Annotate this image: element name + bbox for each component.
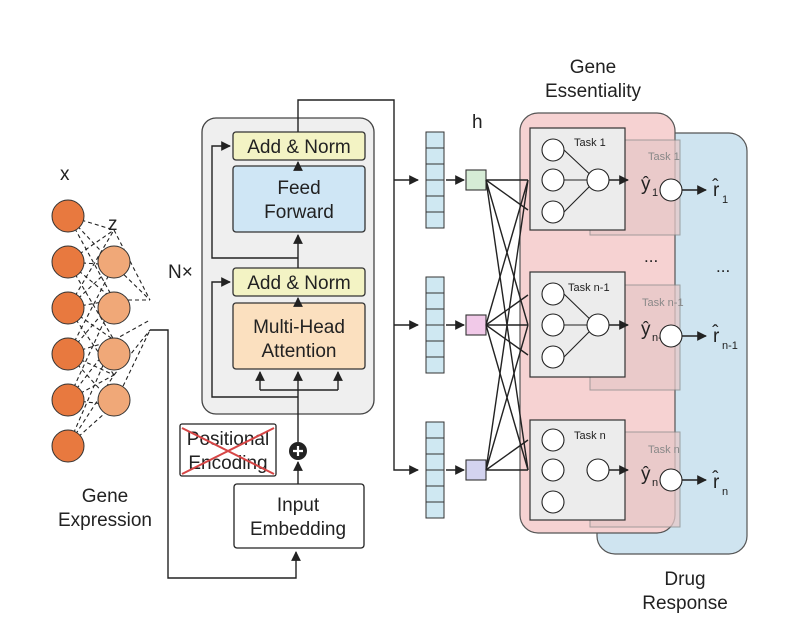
z-to-input-connector bbox=[150, 329, 301, 579]
gene-expression-nodes bbox=[51, 199, 85, 463]
task-label-n1: Task n-1 bbox=[568, 282, 610, 294]
add-norm-bottom-box bbox=[232, 267, 366, 297]
token-cell bbox=[425, 501, 445, 519]
h-to-task-connections bbox=[485, 179, 529, 471]
h-box-1 bbox=[465, 169, 487, 191]
token-cell bbox=[425, 211, 445, 229]
task-back-label-n: Task n bbox=[648, 444, 680, 456]
token-cell bbox=[425, 179, 445, 197]
token-cell bbox=[425, 308, 445, 326]
add-norm-top-label: Add & Norm bbox=[247, 137, 350, 158]
label-h: h bbox=[472, 112, 483, 133]
drug-response-nodes bbox=[659, 178, 683, 492]
token-column-3 bbox=[425, 421, 445, 519]
ellipsis-y: ... bbox=[644, 247, 658, 266]
token-cell bbox=[425, 437, 445, 455]
token-cell bbox=[425, 147, 445, 165]
token-cell bbox=[425, 276, 445, 294]
r-hat-1: r̂ bbox=[711, 178, 720, 201]
token-cell bbox=[425, 131, 445, 149]
task-back-label-1: Task 1 bbox=[648, 151, 680, 163]
token-cell bbox=[425, 163, 445, 181]
drug-response-title-1: Drug bbox=[664, 569, 705, 590]
gene-essentiality-title-1: Gene bbox=[570, 57, 616, 78]
task-networks bbox=[541, 138, 610, 514]
h-box-2 bbox=[465, 314, 487, 336]
feed-forward-label-1: Feed bbox=[277, 178, 320, 199]
r-hat-1-sub: 1 bbox=[722, 194, 728, 206]
add-norm-bottom-label: Add & Norm bbox=[247, 273, 350, 294]
token-cell bbox=[425, 356, 445, 374]
task-back-label-n1: Task n-1 bbox=[642, 297, 684, 309]
latent-z-nodes bbox=[97, 245, 131, 417]
y-hat-1: ŷ bbox=[641, 174, 651, 195]
input-embedding-label-2: Embedding bbox=[250, 519, 346, 540]
y-hat-n1: ŷ bbox=[641, 319, 651, 340]
residual-connector-1 bbox=[211, 277, 298, 398]
label-x: x bbox=[60, 164, 70, 185]
task-label-n: Task n bbox=[574, 430, 606, 442]
add-norm-top-box bbox=[232, 131, 366, 161]
token-cell bbox=[425, 485, 445, 503]
token-cell bbox=[425, 292, 445, 310]
token-cell bbox=[425, 340, 445, 358]
residual-connector-2 bbox=[211, 141, 298, 259]
h-box-3 bbox=[465, 459, 487, 481]
ellipsis-r: ... bbox=[716, 257, 730, 276]
token-cell bbox=[425, 421, 445, 439]
gene-expression-label-1: Gene bbox=[82, 486, 128, 507]
transformer-output-connector bbox=[297, 99, 419, 475]
y-hat-n: ŷ bbox=[641, 464, 651, 485]
positional-encoding-label-1: Positional bbox=[187, 429, 269, 450]
token-column-2 bbox=[425, 276, 445, 374]
positional-encoding-cross bbox=[181, 427, 275, 475]
feed-forward-label-2: Forward bbox=[264, 202, 334, 223]
y-hat-n-sub: n bbox=[652, 477, 658, 489]
token-cell bbox=[425, 195, 445, 213]
input-embedding-box bbox=[233, 483, 365, 549]
task-label-1: Task 1 bbox=[574, 137, 606, 149]
y-hat-1-sub: 1 bbox=[652, 187, 658, 199]
r-hat-n: r̂ bbox=[711, 470, 720, 493]
r-hat-n-sub: n bbox=[722, 486, 728, 498]
attention-label-1: Multi-Head bbox=[253, 317, 345, 338]
token-cell bbox=[425, 324, 445, 342]
r-hat-n1-sub: n-1 bbox=[722, 340, 738, 352]
token-cell bbox=[425, 469, 445, 487]
gene-expression-label-2: Expression bbox=[58, 510, 152, 531]
token-cell bbox=[425, 453, 445, 471]
label-z: z bbox=[108, 214, 118, 235]
r-hat-n1: r̂ bbox=[711, 324, 720, 347]
attention-label-2: Attention bbox=[262, 341, 337, 362]
drug-response-title-2: Response bbox=[642, 593, 728, 614]
input-embedding-label-1: Input bbox=[277, 495, 320, 516]
label-nx: N× bbox=[168, 262, 193, 283]
positional-encoding-label-2: Encoding bbox=[188, 453, 267, 474]
token-column-1 bbox=[425, 131, 445, 229]
gene-essentiality-title-2: Essentiality bbox=[545, 81, 642, 102]
